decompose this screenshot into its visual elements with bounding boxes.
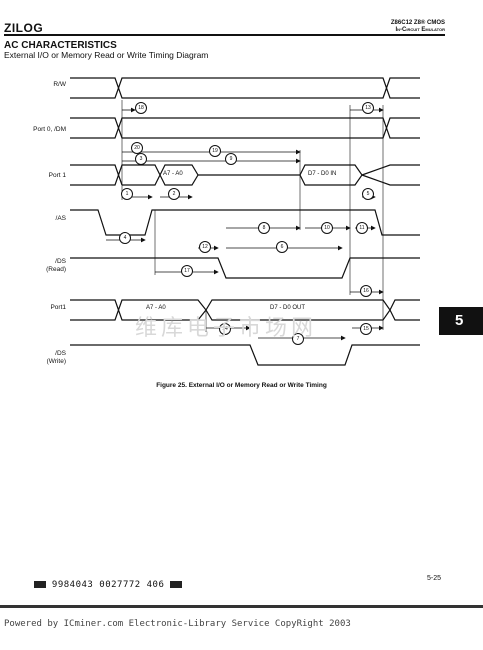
timing-parameter-4: 4 — [119, 232, 131, 244]
timing-parameter-16: 16 — [360, 285, 372, 297]
section-tab-number: 5 — [455, 312, 464, 329]
signal-label-port1-read: Port 1 — [48, 172, 66, 179]
timing-parameter-10: 10 — [321, 222, 333, 234]
timing-parameter-9: 9 — [225, 153, 237, 165]
bus-label-write-addr: A7 - A0 — [146, 305, 166, 311]
signal-label-port1-write: Port1 — [50, 304, 66, 311]
barcode-digits: 9984043 0027772 406 — [51, 580, 165, 590]
section-tab: 5 — [439, 307, 483, 335]
timing-parameter-12: 12 — [199, 241, 211, 253]
barcode-right-block — [170, 581, 183, 588]
timing-parameter-3: 3 — [135, 153, 147, 165]
timing-parameter-2: 2 — [168, 188, 180, 200]
timing-parameter-1: 1 — [121, 188, 133, 200]
page-title: AC CHARACTERISTICS — [4, 40, 117, 51]
page-number: 5-25 — [426, 575, 441, 582]
page-subtitle: External I/O or Memory Read or Write Tim… — [4, 50, 209, 60]
signal-label-ds-read-sub: (Read) — [46, 266, 66, 273]
timing-parameter-17: 17 — [181, 265, 193, 277]
signal-label-as: /AS — [55, 215, 66, 222]
timing-parameter-8: 8 — [258, 222, 270, 234]
footer-text: Powered by ICminer.com Electronic-Librar… — [4, 619, 351, 629]
timing-parameter-18: 18 — [135, 102, 147, 114]
signal-label-ds-read-name: /DS — [55, 258, 66, 265]
product-name: Z86C12 Z8® CMOS — [390, 20, 445, 26]
timing-parameter-7: 7 — [292, 333, 304, 345]
watermark: 维库电子市场网 — [135, 316, 318, 341]
figure-caption: Figure 25. External I/O or Memory Read o… — [156, 382, 327, 389]
barcode: 9984043 0027772 406 — [34, 580, 183, 590]
timing-parameter-15: 15 — [360, 323, 372, 335]
timing-parameter-13: 13 — [362, 102, 374, 114]
bus-label-read-data: D7 - D0 IN — [308, 171, 337, 177]
timing-parameter-14: 14 — [219, 323, 231, 335]
timing-parameter-11: 11 — [356, 222, 368, 234]
signal-label-ds-read: /DS (Read) — [0, 258, 66, 274]
timing-parameter-20: 20 — [131, 142, 143, 154]
signal-label-ds-write: /DS (Write) — [0, 350, 66, 366]
header-rule — [4, 34, 445, 36]
product-subtitle: In-Circuit Emulator — [395, 27, 445, 33]
barcode-left-block — [34, 581, 46, 588]
timing-parameter-5: 5 — [362, 188, 374, 200]
bus-label-write-data: D7 - D0 OUT — [270, 305, 306, 311]
product-header: Z86C12 Z8® CMOS In-Circuit Emulator — [391, 20, 445, 34]
signal-label-port0: Port 0, /DM — [33, 126, 66, 133]
bus-label-read-addr: A7 - A0 — [163, 171, 183, 177]
signal-label-rw: R/W — [53, 81, 66, 88]
zilog-logo: ZILOG — [4, 21, 44, 35]
signal-label-ds-write-sub: (Write) — [46, 358, 66, 365]
signal-label-ds-write-name: /DS — [55, 350, 66, 357]
timing-diagram — [70, 77, 420, 366]
timing-parameter-19: 19 — [209, 145, 221, 157]
timing-parameter-6: 6 — [276, 241, 288, 253]
footer-rule — [0, 605, 483, 608]
